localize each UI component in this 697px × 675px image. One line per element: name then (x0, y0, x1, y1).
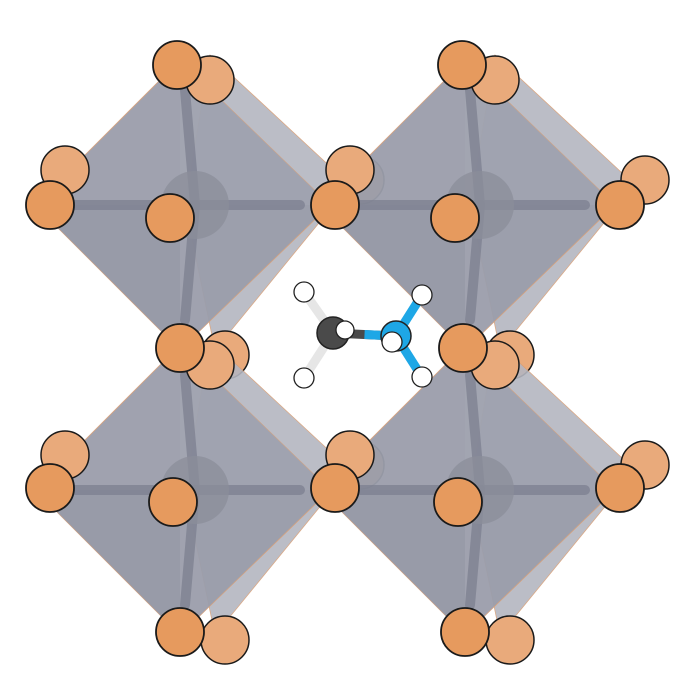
octahedron-lower-facet (35, 490, 180, 635)
halide-atom (437, 40, 487, 90)
halide-atom (25, 180, 75, 230)
hydrogen-atom (293, 367, 315, 389)
octahedron-lower-facet (320, 205, 465, 350)
hydrogen-atom (293, 281, 315, 303)
hydrogen-atom (411, 284, 433, 306)
octahedron-lower-facet (35, 205, 180, 350)
halide-atom (145, 193, 195, 243)
halide-atom (438, 323, 488, 373)
front-halide-atoms (25, 40, 645, 657)
halide-atom (148, 477, 198, 527)
octahedron-4 (319, 339, 670, 665)
hydrogen-atom (381, 331, 403, 353)
halide-atom (155, 607, 205, 657)
halide-atom (595, 463, 645, 513)
octahedra-layer (25, 40, 670, 665)
halide-atom (310, 463, 360, 513)
methylammonium-molecule (293, 281, 433, 389)
halide-atom (155, 323, 205, 373)
halide-atom (595, 180, 645, 230)
halide-atom-back (200, 615, 250, 665)
halide-atom (433, 477, 483, 527)
halide-atom (310, 180, 360, 230)
halide-atom-back (485, 615, 535, 665)
octahedron-lower-facet (320, 490, 465, 635)
halide-atom (430, 193, 480, 243)
hydrogen-atom (411, 366, 433, 388)
halide-atom (25, 463, 75, 513)
halide-atom (440, 607, 490, 657)
hydrogen-atom (335, 320, 355, 340)
halide-atom (152, 40, 202, 90)
